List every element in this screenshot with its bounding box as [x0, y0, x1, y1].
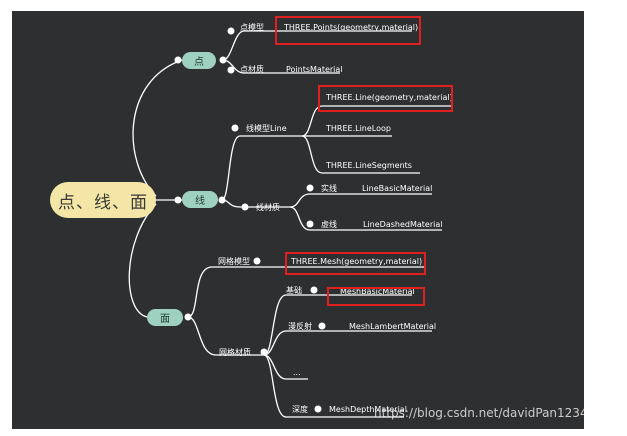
connector-mesh-lambert [263, 330, 432, 356]
line-node[interactable]: 线 [182, 191, 218, 208]
line-api-0: THREE.Line(geometry,material) [326, 93, 453, 102]
connector-lines [128, 27, 452, 418]
mesh-lambert-label: 漫反射 [288, 322, 312, 331]
connector-root-points [132, 59, 183, 197]
points-material-api: PointsMaterial [286, 65, 343, 74]
line-solid-label: 实线 [321, 184, 337, 193]
mesh-depth-api: MeshDepthMaterial [329, 405, 407, 414]
line-dashed-label: 虚线 [321, 220, 337, 229]
connector-root-mesh [128, 203, 157, 318]
mesh-node[interactable]: 面 [147, 309, 183, 326]
line-solid-api: LineBasicMaterial [362, 184, 433, 193]
watermark: https://blog.csdn.net/davidPan1234 [374, 406, 584, 420]
points-model-label: 点模型 [240, 23, 264, 32]
connector-mesh-material [187, 316, 264, 356]
mesh-depth-label: 深度 [292, 405, 308, 414]
connector-mesh-depth [263, 354, 404, 418]
mesh-basic-label: 基础 [286, 286, 302, 295]
mesh-model-api: THREE.Mesh(geometry,material) [291, 257, 423, 266]
highlight-mesh-basic [327, 287, 425, 306]
points-node[interactable]: 点 [182, 52, 216, 69]
mesh-lambert-api: MeshLambertMaterial [349, 322, 437, 331]
mindmap-canvas: 点、线、面 点 线 面 点模型 THREE.Points(geometry,ma… [12, 11, 584, 429]
mesh-material-label: 网格材质 [219, 348, 251, 357]
line-material-label: 线材质 [256, 203, 280, 212]
connector-line-solid [289, 193, 432, 208]
connector-mesh-model [187, 266, 424, 318]
connector-mesh-ellipsis [263, 354, 308, 380]
line-api-2: THREE.LineSegments [326, 161, 412, 170]
line-model-label: 线模型Line [246, 124, 287, 133]
points-model-api: THREE.Points(geometry,material) [284, 23, 419, 32]
line-dashed-api: LineDashedMaterial [363, 220, 443, 229]
points-material-label: 点材质 [240, 65, 264, 74]
connector-line-model [221, 135, 302, 201]
highlight-line-api [318, 85, 453, 112]
mesh-model-label: 网格模型 [218, 257, 250, 266]
connector-line-api-2 [301, 135, 420, 174]
line-api-1: THREE.LineLoop [326, 124, 391, 133]
connector-line-dashed [289, 206, 442, 231]
mesh-ellipsis: ... [293, 368, 301, 377]
root-node[interactable]: 点、线、面 [50, 182, 156, 218]
highlight-points-api [275, 16, 421, 45]
connector-line-api-0 [301, 105, 452, 137]
mesh-basic-api: MeshBasicMaterial [340, 287, 415, 296]
highlight-mesh-api [285, 252, 426, 275]
